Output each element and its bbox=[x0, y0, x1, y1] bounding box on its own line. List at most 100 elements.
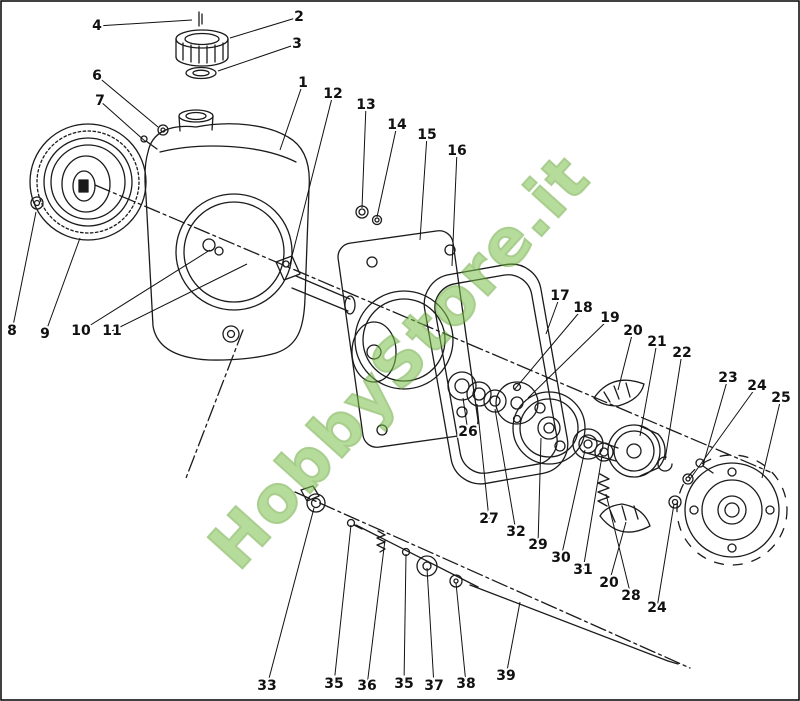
leader-line-15 bbox=[419, 134, 428, 241]
part-number-20: 20 bbox=[623, 323, 643, 339]
part-number-30: 30 bbox=[551, 550, 571, 566]
part-number-12: 12 bbox=[323, 86, 342, 102]
leader-line-38 bbox=[455, 582, 467, 685]
part-number-2: 2 bbox=[294, 9, 304, 25]
clutch-shoes bbox=[593, 379, 651, 533]
part-number-6: 6 bbox=[92, 68, 102, 84]
leader-line-24 bbox=[656, 503, 675, 609]
leader-line-20 bbox=[617, 330, 634, 391]
washer-stack bbox=[447, 371, 507, 413]
leader-line-29 bbox=[537, 437, 542, 546]
part-number-31: 31 bbox=[573, 562, 592, 578]
fuel-cap bbox=[175, 11, 229, 80]
part-number-4: 4 bbox=[92, 18, 102, 34]
flywheel bbox=[676, 454, 788, 566]
leader-line-37 bbox=[426, 567, 435, 687]
leader-line-12 bbox=[289, 93, 334, 265]
part-number-18: 18 bbox=[573, 300, 592, 316]
leader-line-30 bbox=[560, 449, 586, 559]
leader-line-11 bbox=[111, 263, 248, 332]
leader-line-23 bbox=[702, 377, 729, 466]
leader-line-27 bbox=[476, 403, 490, 520]
clutch-drum bbox=[607, 424, 666, 478]
leader-line-20 bbox=[608, 521, 627, 584]
part-number-35: 35 bbox=[394, 676, 413, 692]
leader-line-17 bbox=[545, 295, 561, 335]
leader-line-24 bbox=[689, 385, 758, 480]
part-number-10: 10 bbox=[71, 323, 91, 339]
leader-line-14 bbox=[376, 124, 398, 218]
bearing-washer bbox=[572, 428, 614, 462]
leader-line-21 bbox=[639, 341, 658, 437]
leader-line-2 bbox=[229, 16, 300, 39]
part-number-37: 37 bbox=[424, 678, 443, 694]
clutch-spring bbox=[597, 473, 610, 507]
part-number-3: 3 bbox=[292, 36, 302, 52]
leader-line-39 bbox=[505, 601, 521, 677]
leader-line-16 bbox=[451, 150, 458, 267]
leader-line-26 bbox=[462, 397, 469, 433]
leader-line-36 bbox=[366, 539, 386, 687]
leader-line-1 bbox=[279, 82, 304, 151]
part-number-39: 39 bbox=[496, 668, 515, 684]
part-number-17: 17 bbox=[550, 288, 569, 304]
clutch-carrier bbox=[512, 391, 619, 465]
screw-washers-right bbox=[668, 458, 714, 509]
main-axis-line bbox=[94, 184, 771, 473]
leader-line-31 bbox=[582, 455, 603, 571]
crank-clamp bbox=[202, 238, 356, 315]
leader-line-28 bbox=[605, 493, 632, 597]
leader-line-32 bbox=[494, 408, 517, 533]
part-number-26: 26 bbox=[458, 424, 477, 440]
leader-line-35 bbox=[333, 524, 352, 685]
part-number-35: 35 bbox=[324, 676, 343, 692]
part-number-29: 29 bbox=[528, 537, 547, 553]
part-number-15: 15 bbox=[417, 127, 436, 143]
part-number-38: 38 bbox=[456, 676, 475, 692]
leader-line-4 bbox=[96, 19, 193, 27]
part-number-25: 25 bbox=[771, 390, 790, 406]
leader-line-3 bbox=[217, 43, 298, 72]
leader-line-25 bbox=[761, 397, 782, 479]
part-number-36: 36 bbox=[357, 678, 376, 694]
cover-bolt bbox=[30, 196, 44, 210]
leader-line-19 bbox=[527, 317, 611, 399]
part-number-9: 9 bbox=[40, 326, 50, 342]
part-number-24: 24 bbox=[647, 600, 667, 616]
leader-line-18 bbox=[513, 307, 584, 391]
part-number-27: 27 bbox=[479, 511, 498, 527]
leader-line-13 bbox=[361, 104, 367, 209]
part-number-19: 19 bbox=[600, 310, 619, 326]
gasket bbox=[423, 263, 569, 485]
starter-cover bbox=[29, 123, 147, 241]
link-axis-line bbox=[185, 329, 244, 479]
part-number-24: 24 bbox=[747, 378, 767, 394]
fuel-tank bbox=[144, 109, 310, 361]
part-number-16: 16 bbox=[447, 143, 466, 159]
part-number-7: 7 bbox=[95, 93, 105, 109]
part-number-11: 11 bbox=[102, 323, 121, 339]
leader-line-22 bbox=[664, 352, 683, 461]
leader-line-35 bbox=[403, 553, 407, 685]
part-number-22: 22 bbox=[672, 345, 691, 361]
leader-line-10 bbox=[80, 249, 211, 332]
leader-line-6 bbox=[96, 75, 159, 128]
part-number-14: 14 bbox=[387, 117, 407, 133]
part-number-13: 13 bbox=[356, 97, 375, 113]
leader-line-9 bbox=[44, 237, 81, 335]
bearing-plate bbox=[495, 381, 539, 425]
part-number-32: 32 bbox=[506, 524, 525, 540]
leader-line-8 bbox=[11, 211, 37, 332]
drawing bbox=[29, 11, 788, 669]
part-number-23: 23 bbox=[718, 370, 737, 386]
rod-axis-line bbox=[294, 491, 691, 669]
part-number-8: 8 bbox=[7, 323, 17, 339]
part-number-21: 21 bbox=[647, 334, 666, 350]
part-number-1: 1 bbox=[298, 75, 308, 91]
part-number-20: 20 bbox=[599, 575, 619, 591]
part-number-33: 33 bbox=[257, 678, 276, 694]
leader-line-33 bbox=[266, 507, 315, 687]
